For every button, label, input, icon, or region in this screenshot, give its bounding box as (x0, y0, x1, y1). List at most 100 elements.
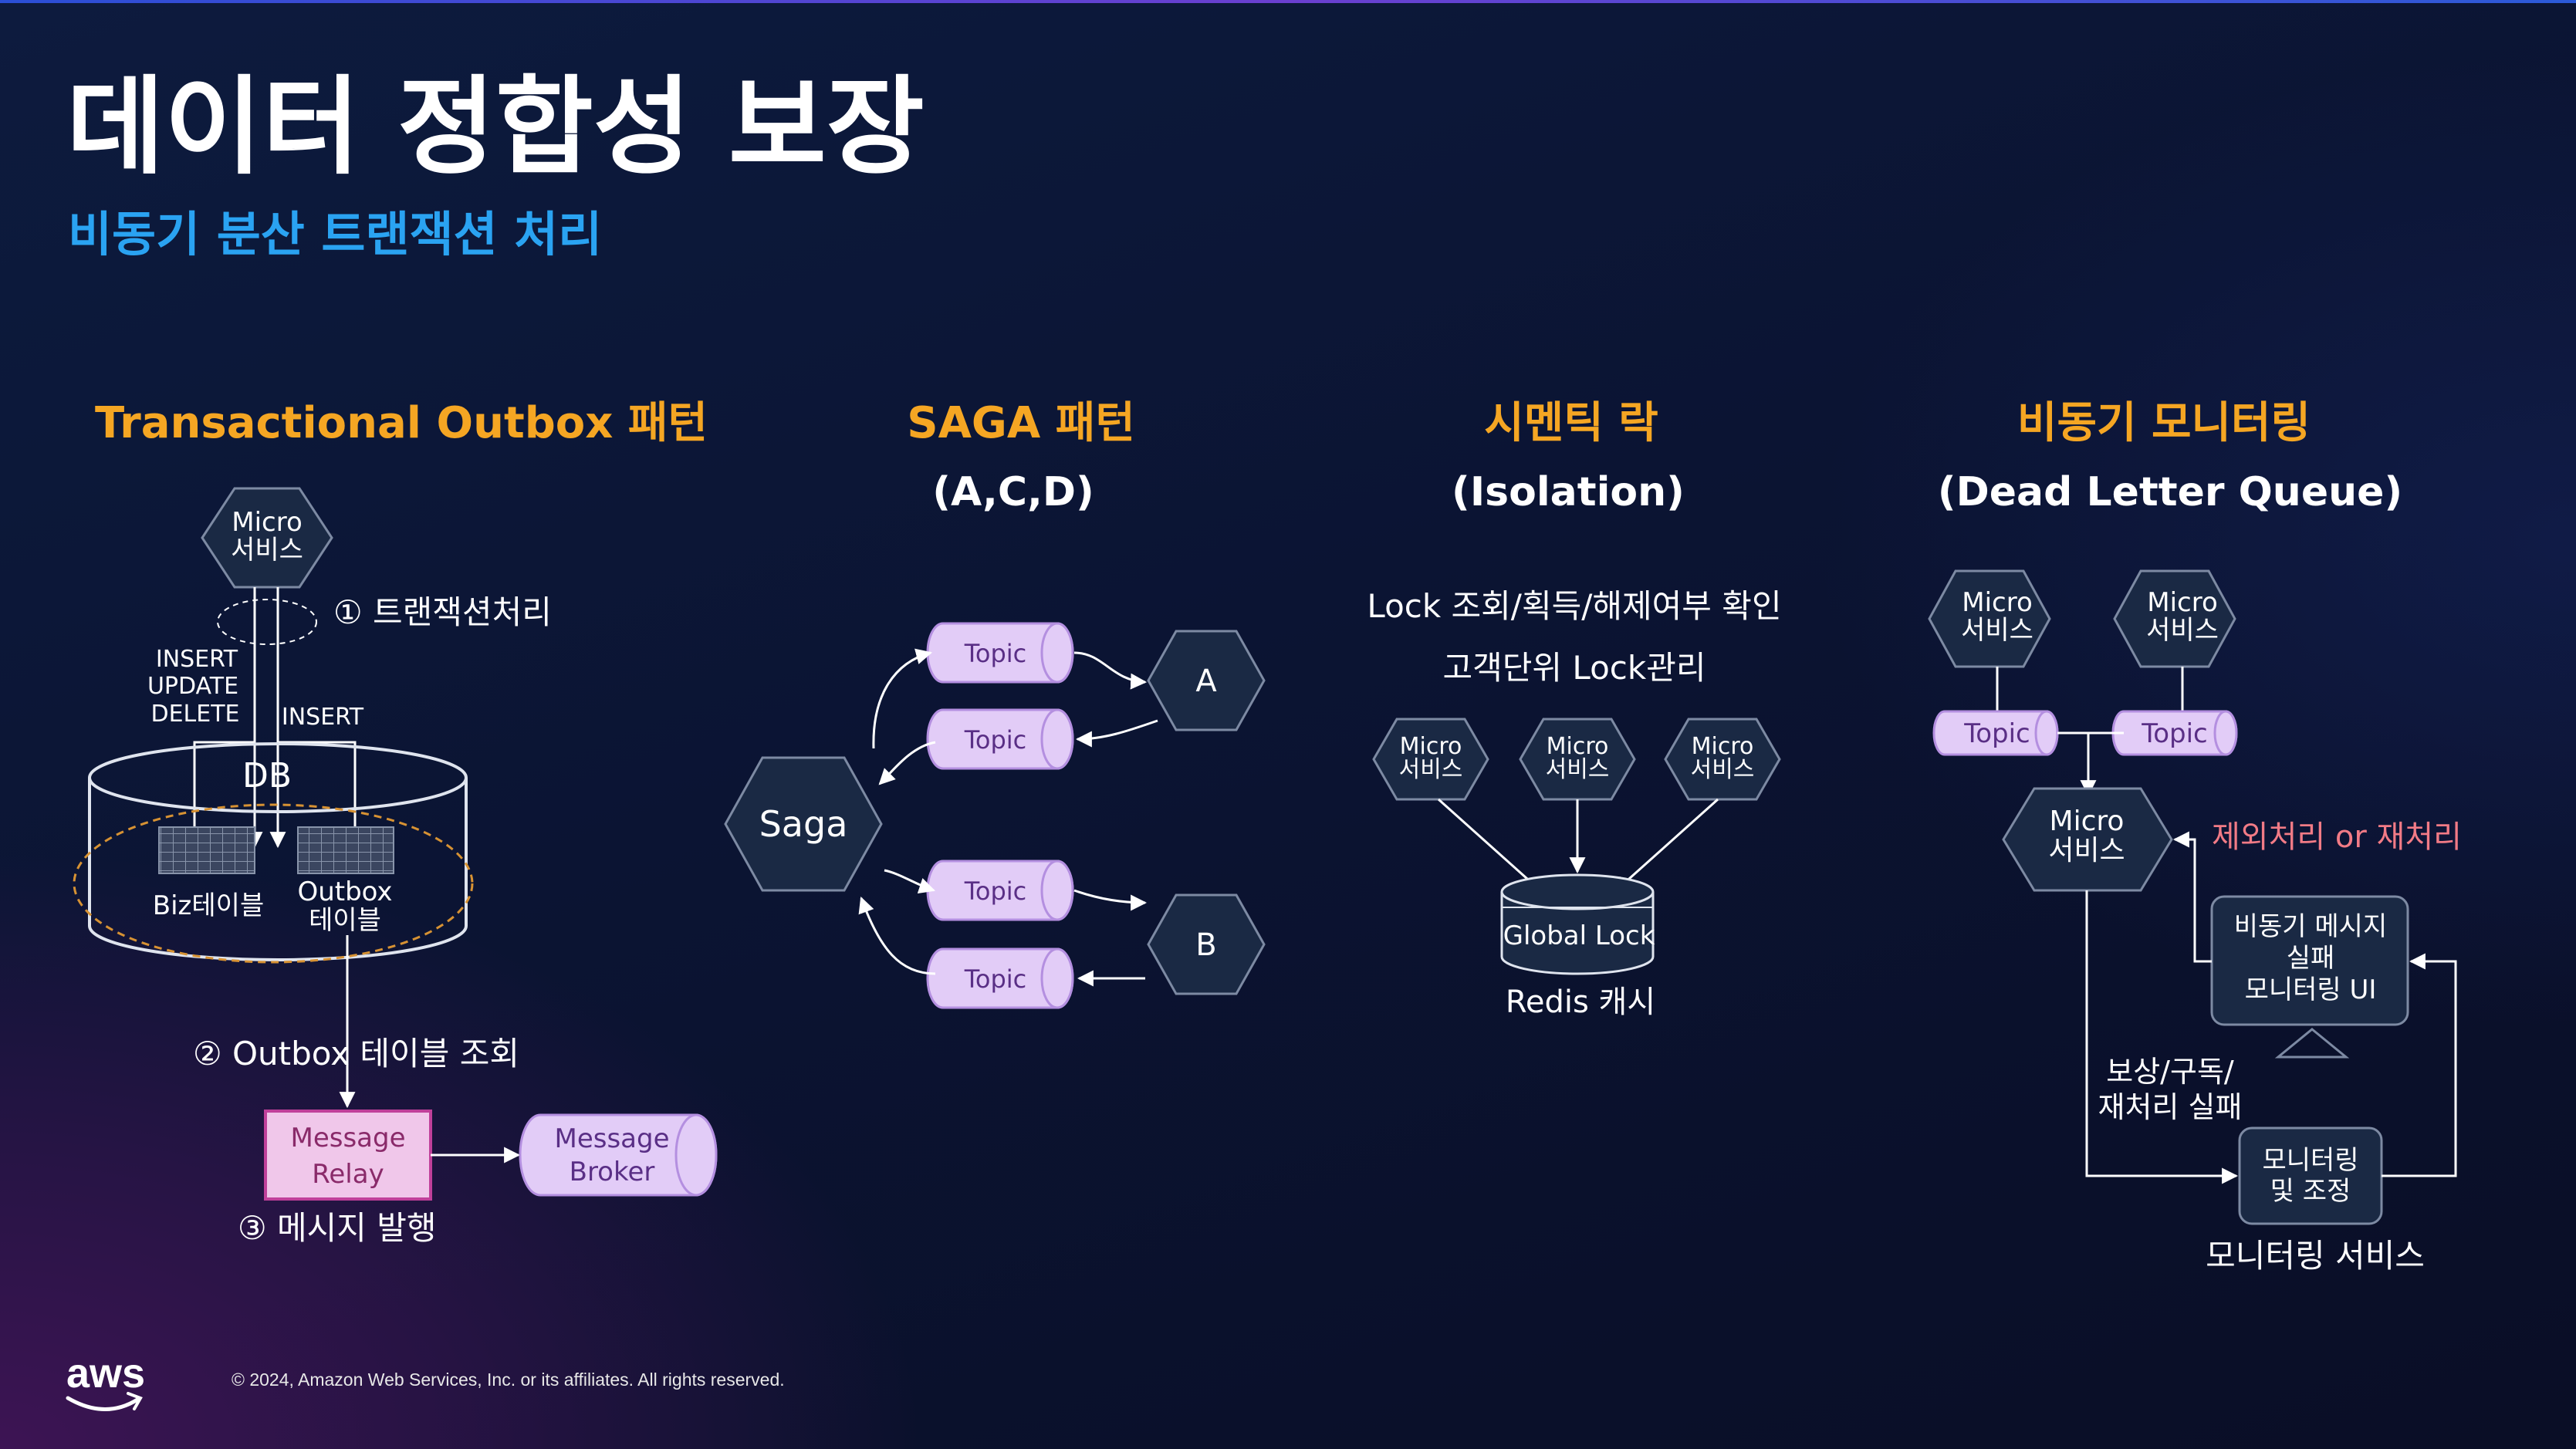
dlq-ui-label-2: 실패 (2287, 943, 2335, 974)
dlq-center-service-hexagon (2002, 787, 2173, 892)
topic2-to-saga-arrow (878, 741, 936, 785)
outbox-table-grid (297, 826, 394, 874)
transaction-scope-ellipse (217, 599, 317, 645)
dlq-micro-service-2: Micro 서비스 (2113, 569, 2236, 668)
a-to-topic2-arrow (1075, 719, 1158, 748)
semantic-lock-desc1: Lock 조회/획득/해제여부 확인 (1367, 587, 1781, 625)
lock-micro-service-1-label-1: Micro (1400, 733, 1462, 760)
aws-smile-arrow-icon (127, 1392, 143, 1410)
outbox-heading: Transactional Outbox 패턴 (95, 398, 708, 448)
semantic-lock-desc2: 고객단위 Lock관리 (1443, 649, 1706, 687)
saga-topic-3: Topic (926, 860, 1074, 921)
async-monitoring-subheading: (Dead Letter Queue) (1938, 469, 2402, 515)
db-cylinder-top (88, 742, 468, 813)
lock-micro-service-2-label-1: Micro (1547, 733, 1609, 760)
saga-to-topic1-arrow (872, 648, 933, 749)
center-to-control-arrow (2085, 890, 2239, 1184)
semantic-lock-section: 시멘틱 락 (Isolation) Lock 조회/획득/해제여부 확인 고객단… (1367, 398, 1781, 1020)
outbox-micro-service-hexagon (201, 487, 333, 589)
topic1-to-a-arrow (1073, 651, 1148, 690)
saga-topic-1-label: Topic (964, 639, 1026, 668)
lock-micro-service-3-label-1: Micro (1692, 733, 1754, 760)
dlq-micro-service-1-label-1: Micro (1962, 587, 2033, 618)
dlq-micro-service-2-label-2: 서비스 (2146, 615, 2219, 646)
message-broker-label-2: Broker (570, 1157, 655, 1187)
ms3-to-lock-arrow (1613, 798, 1719, 893)
dlq-topic-1-label: Topic (1963, 718, 2030, 749)
lock-micro-service-3: Micro 서비스 (1664, 718, 1781, 801)
outbox-micro-service-label-2: 서비스 (231, 535, 303, 566)
dlq-center-service-label-1: Micro (2050, 806, 2125, 837)
message-broker-label-1: Message (554, 1123, 669, 1154)
step2-label: ② Outbox 테이블 조회 (193, 1035, 519, 1072)
ui-to-center-arrow (2172, 831, 2212, 963)
db-cylinder-body (88, 778, 468, 961)
copyright-notice: © 2024, Amazon Web Services, Inc. or its… (232, 1370, 785, 1390)
failure-label-1: 보상/구독/ (2106, 1055, 2234, 1089)
aws-logo: aws (66, 1350, 145, 1411)
saga-topic-3-label: Topic (964, 876, 1026, 906)
saga-heading: SAGA 패턴 (907, 398, 1135, 448)
step1-label: ① 트랜잭션처리 (333, 593, 552, 631)
saga-service-a-label: A (1195, 664, 1217, 699)
async-monitoring-heading: 비동기 모니터링 (2017, 398, 2311, 448)
dlq-topic-2: Topic (2111, 710, 2238, 756)
saga-topic-1: Topic (926, 622, 1074, 684)
dlq-topic-1: Topic (1932, 710, 2059, 756)
dlq-micro-service-2-label-1: Micro (2147, 587, 2218, 618)
async-monitoring-section: 비동기 모니터링 (Dead Letter Queue) Micro 서비스 M… (1928, 398, 2462, 1275)
saga-orchestrator-hexagon (724, 756, 883, 892)
lock-micro-service-1: Micro 서비스 (1372, 718, 1489, 801)
global-lock-cylinder-top (1500, 873, 1655, 910)
saga-service-b-hexagon (1147, 893, 1266, 995)
ops-right-insert: INSERT (282, 704, 364, 731)
slide-title: 데이터 정합성 보장 (66, 65, 925, 189)
semantic-lock-heading: 시멘틱 락 (1484, 398, 1658, 448)
dlq-ui-label-1: 비동기 메시지 (2234, 911, 2388, 942)
dlq-ui-stand (2274, 1028, 2350, 1059)
aws-logo-text: aws (66, 1350, 145, 1397)
outbox-table-label-1: Outbox (297, 876, 392, 907)
outbox-micro-service-label: Micro (232, 507, 303, 538)
lock-micro-service-3-label-2: 서비스 (1691, 756, 1755, 783)
top-accent-line (0, 0, 2576, 3)
ops-left-update: UPDATE (147, 673, 238, 700)
topic4-to-saga-arrow (858, 897, 936, 975)
db-label: DB (242, 756, 292, 795)
biz-table-grid (158, 826, 255, 874)
message-relay-label-1: Message (290, 1123, 405, 1153)
biz-table-label: Biz테이블 (153, 890, 264, 921)
lock-micro-service-2-label-2: 서비스 (1546, 756, 1610, 783)
message-broker-cap (674, 1113, 718, 1197)
semantic-lock-subheading: (Isolation) (1452, 469, 1685, 515)
saga-topic-4-label: Topic (964, 964, 1026, 994)
dlq-topic-2-label: Topic (2141, 718, 2208, 749)
global-lock-cylinder (1500, 892, 1655, 975)
global-lock-label: Global Lock (1503, 920, 1655, 951)
aws-smile-icon (66, 1396, 140, 1411)
saga-section: SAGA 패턴 (A,C,D) Saga Topic Topic Topic T… (724, 398, 1266, 1009)
ops-left-insert: INSERT (156, 646, 238, 673)
dlq-micro-service-1: Micro 서비스 (1928, 569, 2051, 668)
lock-micro-service-2: Micro 서비스 (1519, 718, 1636, 801)
saga-orchestrator-label: Saga (759, 803, 848, 845)
ms1-to-lock-arrow (1437, 798, 1543, 893)
dlq-micro-service-1-label-2: 서비스 (1961, 615, 2033, 646)
saga-topic-2: Topic (926, 708, 1074, 770)
step3-label: ③ 메시지 발행 (238, 1209, 437, 1247)
saga-subheading: (A,C,D) (932, 469, 1094, 515)
db-dashed-scope (73, 803, 474, 964)
topic3-to-b-arrow (1073, 889, 1148, 911)
control-to-ui-arrow (2382, 953, 2457, 1177)
outbox-section: Transactional Outbox 패턴 Micro 서비스 ① 트랜잭션… (73, 398, 718, 1247)
outbox-table-label-2: 테이블 (309, 905, 381, 936)
ops-left-delete: DELETE (150, 701, 239, 728)
lock-micro-service-1-label-2: 서비스 (1399, 756, 1463, 783)
saga-to-topic3-arrow (884, 869, 935, 893)
saga-topic-2-label: Topic (964, 725, 1026, 755)
slide-subtitle: 비동기 분산 트랜잭션 처리 (68, 206, 602, 262)
monitoring-control-label-2: 및 조정 (2270, 1176, 2351, 1207)
monitoring-control-label-1: 모니터링 (2262, 1145, 2358, 1176)
message-relay-label-2: Relay (312, 1159, 384, 1190)
